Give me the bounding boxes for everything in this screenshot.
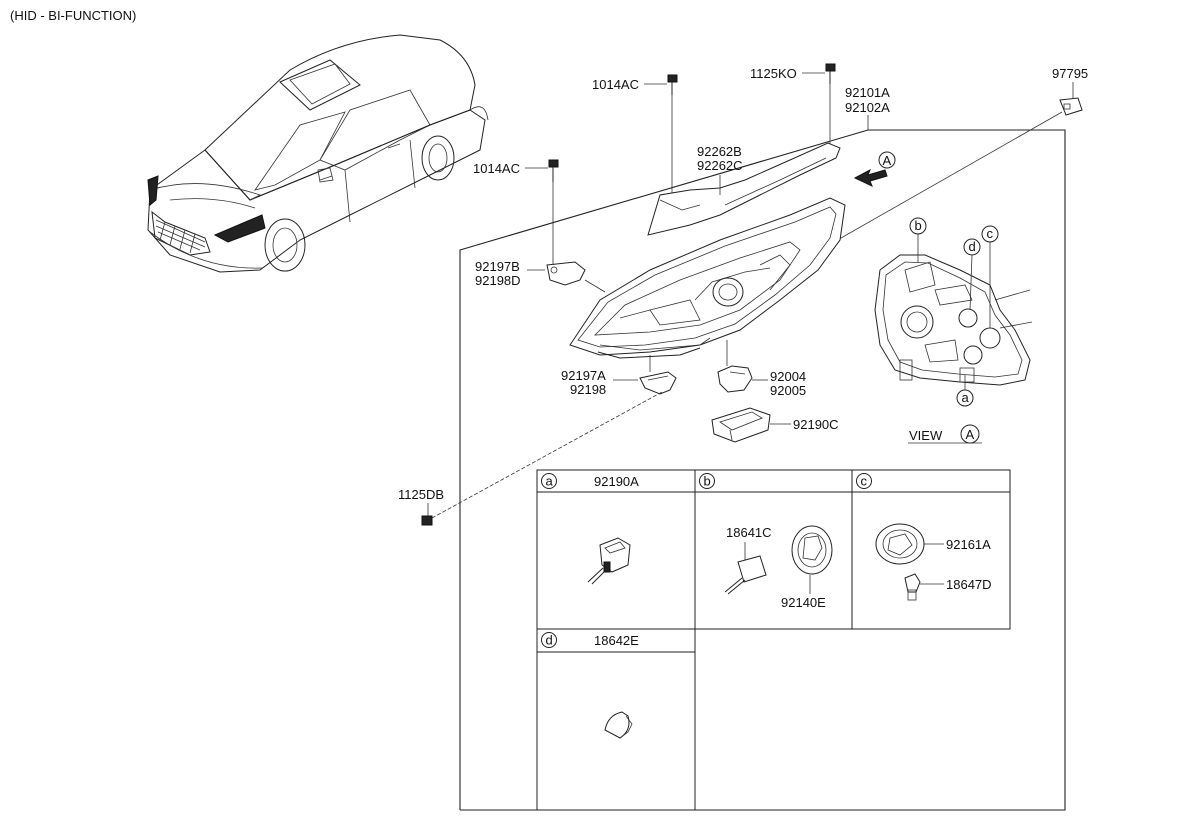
assembly-frame (459, 129, 1066, 811)
detail-d-letter: d (546, 633, 553, 648)
actuator-label-92005: 92005 (770, 383, 806, 398)
view-arrow-icon (853, 151, 896, 187)
leveling-actuator (717, 365, 753, 393)
hid-bulb-icon (724, 555, 767, 595)
bracket-label-92198d: 92198D (475, 273, 521, 288)
detail-b-letter: b (704, 474, 711, 489)
assembly-label-rh: 92102A (845, 100, 890, 115)
bolt-icon (667, 74, 678, 198)
variant-title: (HID - BI-FUNCTION) (10, 8, 136, 23)
callout-c (981, 225, 999, 328)
car-illustration (147, 34, 489, 273)
detail-box-d: d 18642E (541, 632, 639, 739)
connector-clip-icon (1059, 97, 1083, 116)
bolt-icon (548, 159, 559, 265)
socket-bulb-icon (904, 573, 921, 601)
ballast-unit (711, 407, 771, 443)
screw-label-1125ko: 1125KO (750, 66, 797, 81)
detail-b-part2: 92140E (781, 595, 826, 610)
bracket-label-92197b: 92197B (475, 259, 520, 274)
detail-b-part1: 18641C (726, 525, 772, 540)
detail-box-b: b 18641C 92140E (699, 473, 833, 610)
bolt-label-1014ac-top: 1014AC (592, 77, 639, 92)
detail-d-header: 18642E (594, 633, 639, 648)
screw-icon (421, 515, 433, 526)
screw-label-1125db: 1125DB (398, 487, 444, 502)
screw-icon (825, 63, 836, 145)
headlamp-assembly (569, 197, 846, 359)
callout-a (956, 375, 974, 407)
actuator-label-92004: 92004 (770, 369, 806, 384)
detail-c-part1: 92161A (946, 537, 991, 552)
bracket-label-92197a: 92197A (561, 368, 606, 383)
ballast-label-92190c: 92190C (793, 417, 839, 432)
detail-c-part2: 18647D (946, 577, 992, 592)
detail-box-a: a 92190A (541, 473, 639, 585)
clip-label-97795: 97795 (1052, 66, 1088, 81)
detail-a-header: 92190A (594, 474, 639, 489)
detail-box-c: c 92161A 18647D (856, 473, 992, 601)
view-a-rear-lamp (874, 254, 1033, 386)
callout-d-text: d (969, 239, 976, 254)
detail-c-letter: c (861, 474, 868, 489)
callout-b (909, 217, 927, 262)
view-ref-a: A (966, 427, 975, 442)
arrow-ref-a: A (883, 153, 892, 168)
wedge-bulb-icon (604, 711, 633, 739)
view-caption: VIEW (909, 428, 943, 443)
lower-bracket (639, 371, 677, 395)
side-bracket (546, 261, 586, 286)
callout-a-text: a (962, 390, 970, 405)
callout-c-text: c (987, 226, 994, 241)
bracket-label-92262b: 92262B (697, 144, 742, 159)
cap-92161a-icon (875, 523, 925, 565)
callout-d (963, 238, 981, 311)
detail-table (536, 469, 1011, 811)
callout-b-text: b (915, 218, 922, 233)
bracket-label-92198: 92198 (570, 382, 606, 397)
bracket-label-92262c: 92262C (697, 158, 743, 173)
bolt-label-1014ac-mid: 1014AC (473, 161, 520, 176)
bulb-d-series-icon (587, 537, 631, 585)
upper-bracket (647, 142, 841, 236)
dust-cap-icon (791, 525, 833, 575)
assembly-label-lh: 92101A (845, 85, 890, 100)
detail-a-letter: a (546, 474, 554, 489)
